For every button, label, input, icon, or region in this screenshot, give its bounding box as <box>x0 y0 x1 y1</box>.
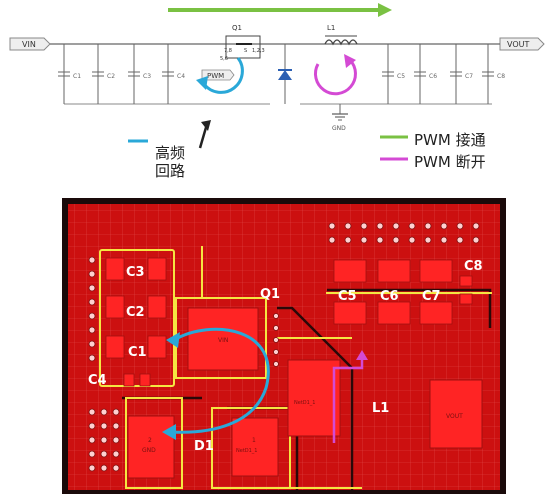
schem-c6: C6 <box>429 73 437 80</box>
pcb-label-q1: Q1 <box>260 287 280 302</box>
schem-l1-label: L1 <box>327 24 335 32</box>
schem-c3: C3 <box>143 73 151 80</box>
pwm-box-label: PWM <box>207 72 224 80</box>
pcb-label-c1: C1 <box>128 345 147 360</box>
pointer-arrow-icon <box>198 120 211 149</box>
pcb-pad-gnd: GND <box>142 447 156 454</box>
gnd-pad <box>127 415 175 479</box>
pcb-label-l1: L1 <box>372 401 389 416</box>
pcb-pad-vout: VOUT <box>446 413 463 420</box>
d1-diode <box>278 44 292 104</box>
pcb-label-c6: C6 <box>380 289 399 304</box>
pwm-on-arrow-top <box>168 3 392 17</box>
pcb-pad-num-1: 1 <box>252 437 256 444</box>
hf-loop-legend: 高频 回路 <box>155 144 185 180</box>
high-frequency-loop-icon <box>196 57 244 94</box>
schematic-diagram: VIN VOUT C1 C2 C3 C4 Q1 7,8 S 1,2,3 5,6 … <box>9 3 545 161</box>
pcb-pwm-off-arrow-icon <box>332 350 368 443</box>
pcb-label-c4: C4 <box>88 373 107 388</box>
q1-pin-56: 5,6 <box>220 56 228 62</box>
input-cap-pads <box>105 257 167 387</box>
pcb-pad-num-2: 2 <box>148 437 152 444</box>
gnd-symbol: GND <box>332 104 348 132</box>
pcb-pad-netd1b: NetD1_1 <box>236 448 258 454</box>
schem-c2: C2 <box>107 73 115 80</box>
pcb-pad-vin: VIN <box>218 337 228 344</box>
pcb-label-c8: C8 <box>464 259 483 274</box>
pcb-high-frequency-loop-icon <box>162 327 270 440</box>
q1-pin-123: 1,2,3 <box>252 48 265 54</box>
q1-pin-s: S <box>244 48 247 54</box>
schem-c1: C1 <box>73 73 81 80</box>
pwm-on-legend: PWM 接通 <box>414 131 486 149</box>
hf-loop-legend-line1: 高频 <box>155 144 186 162</box>
output-cap-pads <box>333 259 473 325</box>
schem-q1-label: Q1 <box>232 24 242 32</box>
vias <box>88 222 480 472</box>
output-capacitors <box>382 44 494 104</box>
schem-c8: C8 <box>497 73 505 80</box>
pcb-label-c5: C5 <box>338 289 357 304</box>
schem-c4: C4 <box>177 73 185 80</box>
vout-label: VOUT <box>507 40 529 49</box>
schem-gnd-label: GND <box>332 125 346 132</box>
netd1-pad-small <box>231 417 279 477</box>
pcb-label-c2: C2 <box>126 305 145 320</box>
vin-port: VIN <box>9 37 51 51</box>
pcb-label-c3: C3 <box>126 265 145 280</box>
q1-mosfet: Q1 7,8 S 1,2,3 5,6 <box>220 24 265 62</box>
silkscreen-outlines <box>99 246 492 489</box>
pcb-label-c7: C7 <box>422 289 441 304</box>
input-capacitors <box>58 44 174 104</box>
vin-label: VIN <box>22 40 36 49</box>
pwm-off-legend: PWM 断开 <box>414 153 486 171</box>
vout-pad <box>429 379 483 449</box>
q1-pad <box>187 307 259 371</box>
pcb-pad-netd1: NetD1_1 <box>294 400 316 406</box>
netd1-pad <box>287 359 341 437</box>
schem-c5: C5 <box>397 73 405 80</box>
pcb-label-d1: D1 <box>194 439 214 454</box>
pcb-layout: VIN GND NetD1_1 NetD1_1 VOUT 2 1 C3 C2 C… <box>62 198 506 494</box>
vout-port: VOUT <box>499 37 545 51</box>
l1-inductor: L1 <box>324 24 358 46</box>
pwm-off-loop-icon <box>313 54 357 96</box>
schem-c7: C7 <box>465 73 473 80</box>
hf-loop-legend-line2: 回路 <box>155 162 186 180</box>
q1-pin-78: 7,8 <box>224 48 232 54</box>
